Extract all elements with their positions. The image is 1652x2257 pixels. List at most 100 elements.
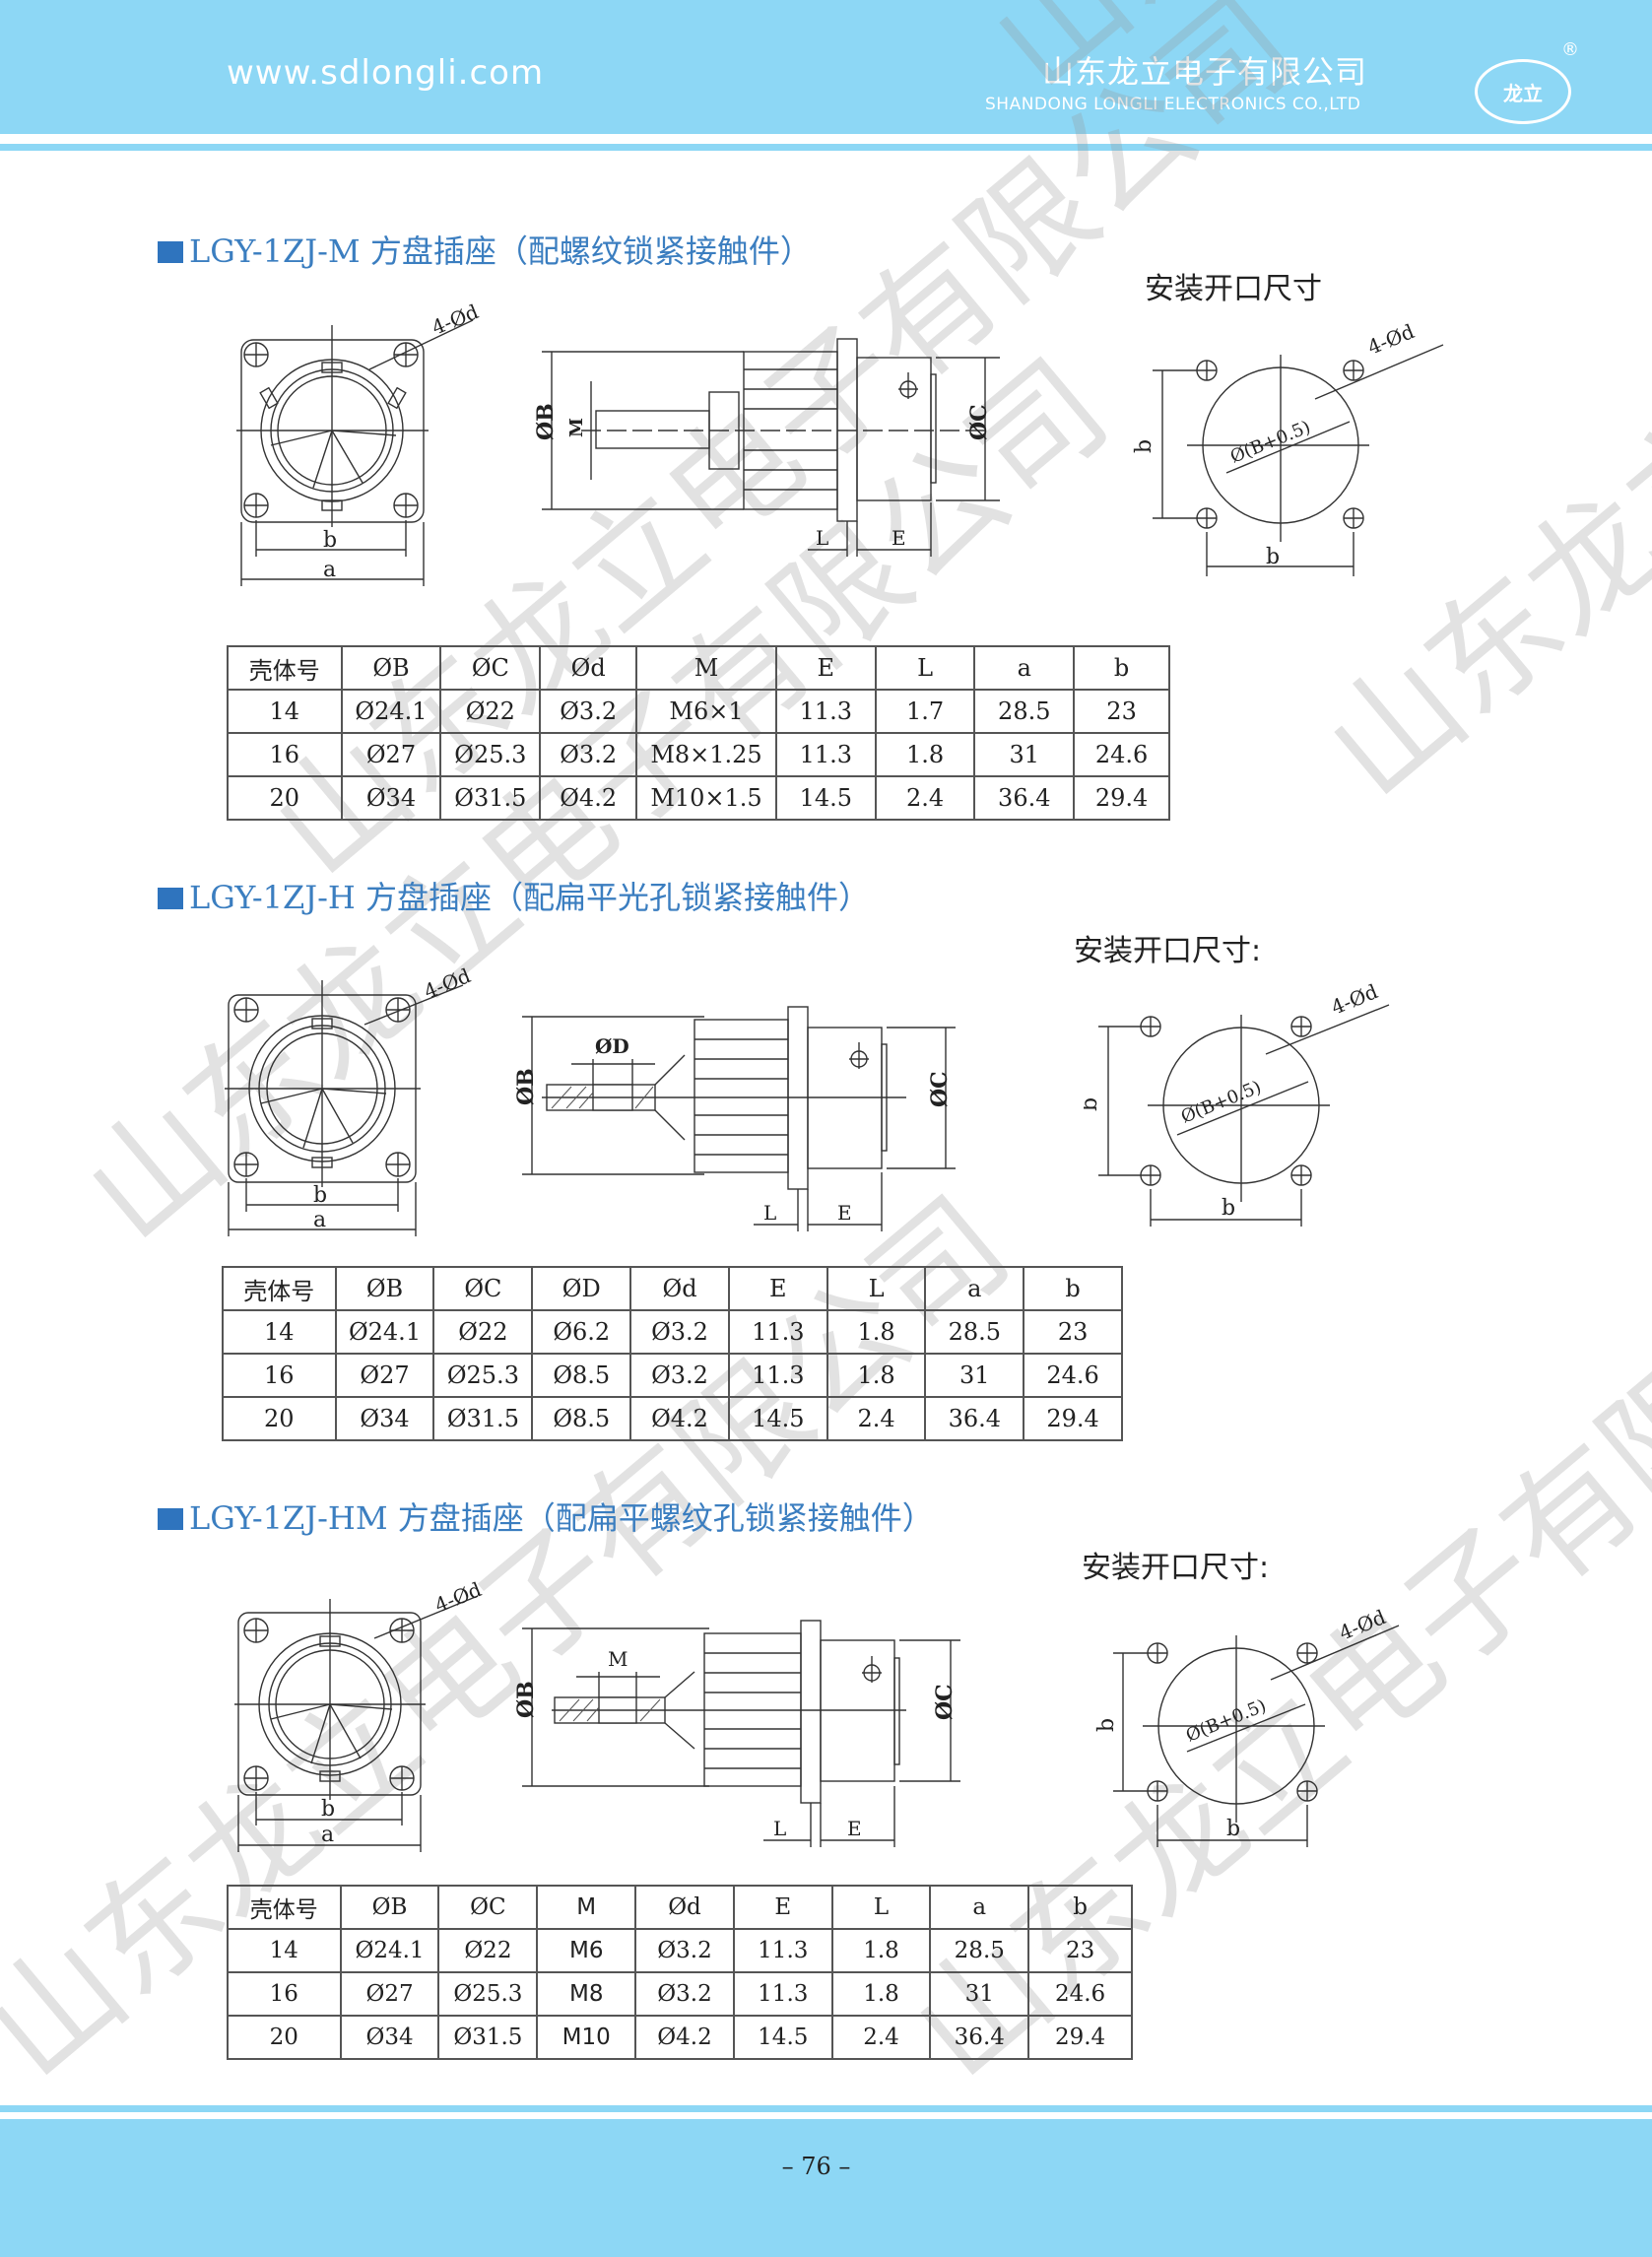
svg-text:ØB: ØB	[513, 1068, 539, 1105]
svg-text:b: b	[1094, 1718, 1119, 1732]
mount-cutout-diagram: b b Ø(B+0.5) 4-Ød	[1132, 319, 1444, 576]
cell: 31	[924, 1353, 1025, 1398]
cell: Ø25.3	[432, 1353, 534, 1398]
cell: 14.5	[727, 1396, 828, 1441]
header-cell: ØC	[432, 1266, 534, 1311]
cell: 2.4	[826, 1396, 927, 1441]
cell: 1.7	[874, 689, 976, 734]
side-view-diagram: ØB M ØC L E	[513, 1620, 960, 1847]
cell: Ø31.5	[439, 775, 542, 821]
cell: Ø27	[334, 1353, 435, 1398]
cell: 29.4	[1023, 1396, 1123, 1441]
svg-text:4-Ød: 4-Ød	[429, 299, 482, 340]
company-name-cn: 山东龙立电子有限公司	[1042, 53, 1368, 91]
svg-text:b: b	[323, 528, 337, 553]
cell: 24.6	[1023, 1353, 1123, 1398]
cell: M10	[536, 2015, 637, 2060]
cell: 11.3	[727, 1309, 828, 1355]
cell: 11.3	[732, 1928, 833, 1973]
page-header	[0, 0, 1652, 134]
header-cell: a	[929, 1885, 1030, 1930]
side-view-diagram: ØB ØD ØC L E	[513, 1006, 956, 1231]
table-header-row: 壳体号 ØB ØC ØD Ød E L a b	[222, 1266, 1123, 1311]
section-title-lgy-1zj-hm: LGY-1ZJ-HM 方盘插座（配扁平螺纹孔锁紧接触件）	[158, 1494, 934, 1539]
cell: Ø34	[339, 2015, 440, 2060]
cell: M6	[536, 1928, 637, 1973]
header-cell: M	[635, 645, 777, 691]
svg-text:L: L	[816, 526, 828, 550]
cell: 28.5	[924, 1309, 1025, 1355]
cell: 23	[1073, 689, 1170, 734]
cell: Ø34	[334, 1396, 435, 1441]
header-cell: ØD	[531, 1266, 632, 1311]
header-divider	[0, 134, 1652, 144]
cell: M10×1.5	[635, 775, 777, 821]
cell: 24.6	[1073, 732, 1170, 777]
cell: Ø6.2	[531, 1309, 632, 1355]
svg-text:4-Ød: 4-Ød	[431, 1577, 485, 1618]
svg-text:a: a	[313, 1208, 326, 1232]
cell: 11.3	[727, 1353, 828, 1398]
svg-text:b: b	[313, 1183, 327, 1208]
svg-text:ØC: ØC	[966, 404, 992, 440]
mount-cutout-diagram: b b Ø(B+0.5) 4-Ød	[1094, 1605, 1400, 1847]
cell: 20	[227, 2015, 342, 2060]
cell: 11.3	[732, 1971, 833, 2017]
cell: Ø34	[340, 775, 442, 821]
svg-text:4-Ød: 4-Ød	[1364, 319, 1418, 360]
website-url[interactable]: www.sdlongli.com	[227, 53, 545, 93]
cell: 36.4	[929, 2015, 1030, 2060]
cell: 11.3	[774, 732, 877, 777]
section-title-lgy-1zj-m: LGY-1ZJ-M 方盘插座（配螺纹锁紧接触件）	[158, 227, 812, 272]
mount-cutout-diagram: b b Ø(B+0.5) 4-Ød	[1084, 979, 1390, 1227]
svg-text:L: L	[763, 1201, 776, 1225]
cell: 14.5	[732, 2015, 833, 2060]
svg-text:a: a	[321, 1823, 334, 1847]
svg-text:E: E	[837, 1201, 852, 1225]
cell: Ø22	[439, 689, 542, 734]
cell: 16	[227, 732, 343, 777]
header-cell: E	[727, 1266, 828, 1311]
page-footer	[0, 2119, 1652, 2257]
cell: 14	[227, 689, 343, 734]
cell: 14.5	[774, 775, 877, 821]
cell: 2.4	[874, 775, 976, 821]
cell: 1.8	[826, 1309, 927, 1355]
cell: 23	[1027, 1928, 1133, 1973]
front-view-diagram: b a 4-Ød	[234, 1577, 485, 1852]
header-cell: L	[830, 1885, 932, 1930]
header-divider-line	[0, 144, 1652, 151]
svg-text:ØB: ØB	[533, 403, 559, 440]
header-cell: ØB	[339, 1885, 440, 1930]
bullet-square-icon	[158, 888, 183, 909]
cell: M6×1	[635, 689, 777, 734]
svg-text:b: b	[1266, 545, 1280, 569]
header-cell: L	[826, 1266, 927, 1311]
cell: 2.4	[830, 2015, 932, 2060]
cell: M8×1.25	[635, 732, 777, 777]
cell: Ø8.5	[531, 1396, 632, 1441]
header-cell: a	[973, 645, 1076, 691]
header-cell: ØB	[334, 1266, 435, 1311]
header-cell: ØC	[439, 645, 542, 691]
cell: 28.5	[973, 689, 1076, 734]
side-view-diagram: ØB M ØC L E	[533, 338, 1000, 557]
svg-text:4-Ød: 4-Ød	[1336, 1605, 1389, 1645]
table-header-row: 壳体号 ØB ØC Ød M E L a b	[227, 645, 1170, 691]
svg-text:M: M	[608, 1647, 628, 1671]
cell: 28.5	[929, 1928, 1030, 1973]
cell: Ø27	[340, 732, 442, 777]
mount-cutout-label: 安装开口尺寸	[1145, 272, 1322, 306]
logo-text: 龙立	[1503, 81, 1543, 105]
registered-mark-icon: ®	[1561, 39, 1579, 60]
company-name-en: SHANDONG LONGLI ELECTRONICS CO.,LTD	[985, 95, 1361, 114]
